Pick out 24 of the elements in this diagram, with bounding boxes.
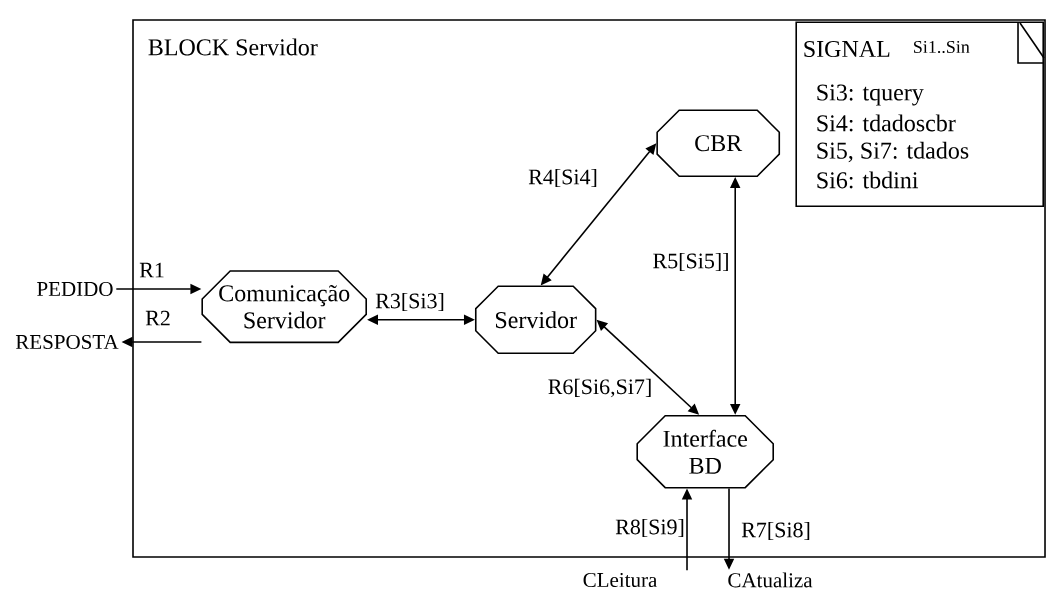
- block-frame: [132, 19, 1046, 558]
- signal-entry: Si3: tquery: [817, 84, 924, 106]
- signal-entry: Si5, Si7: tdados: [817, 141, 969, 163]
- signal-entry: Si4: tdadoscbr: [817, 114, 956, 132]
- edge-label: R2: [144, 309, 172, 327]
- edge-label: R1: [138, 261, 166, 279]
- signal-entry: Si6: tbdini: [817, 171, 919, 189]
- edge-label: R3[Si3]: [374, 291, 446, 313]
- signal-name: RESPOSTA: [15, 334, 119, 350]
- process-octagon: Interface BD: [636, 414, 774, 489]
- edge-label: R5[Si5]]: [651, 251, 731, 273]
- signal-name: CLeitura: [583, 572, 658, 588]
- signal-heading: SIGNAL: [804, 40, 890, 58]
- signal-name: PEDIDO: [37, 281, 113, 297]
- edge-label: R7[Si8]: [740, 520, 812, 542]
- block-title: BLOCK Servidor: [148, 38, 318, 56]
- signal-name: CAtualiza: [728, 572, 813, 588]
- process-octagon: Servidor: [474, 285, 597, 354]
- edge-label: R6[Si6,Si7]: [546, 377, 654, 399]
- process-octagon: Comunicação Servidor: [201, 270, 367, 344]
- process-octagon: CBR: [656, 109, 781, 177]
- edge-label: R8[Si9]: [614, 517, 686, 539]
- edge-label: R4[Si4]: [527, 167, 599, 189]
- signal-range: Si1..Sin: [914, 40, 970, 54]
